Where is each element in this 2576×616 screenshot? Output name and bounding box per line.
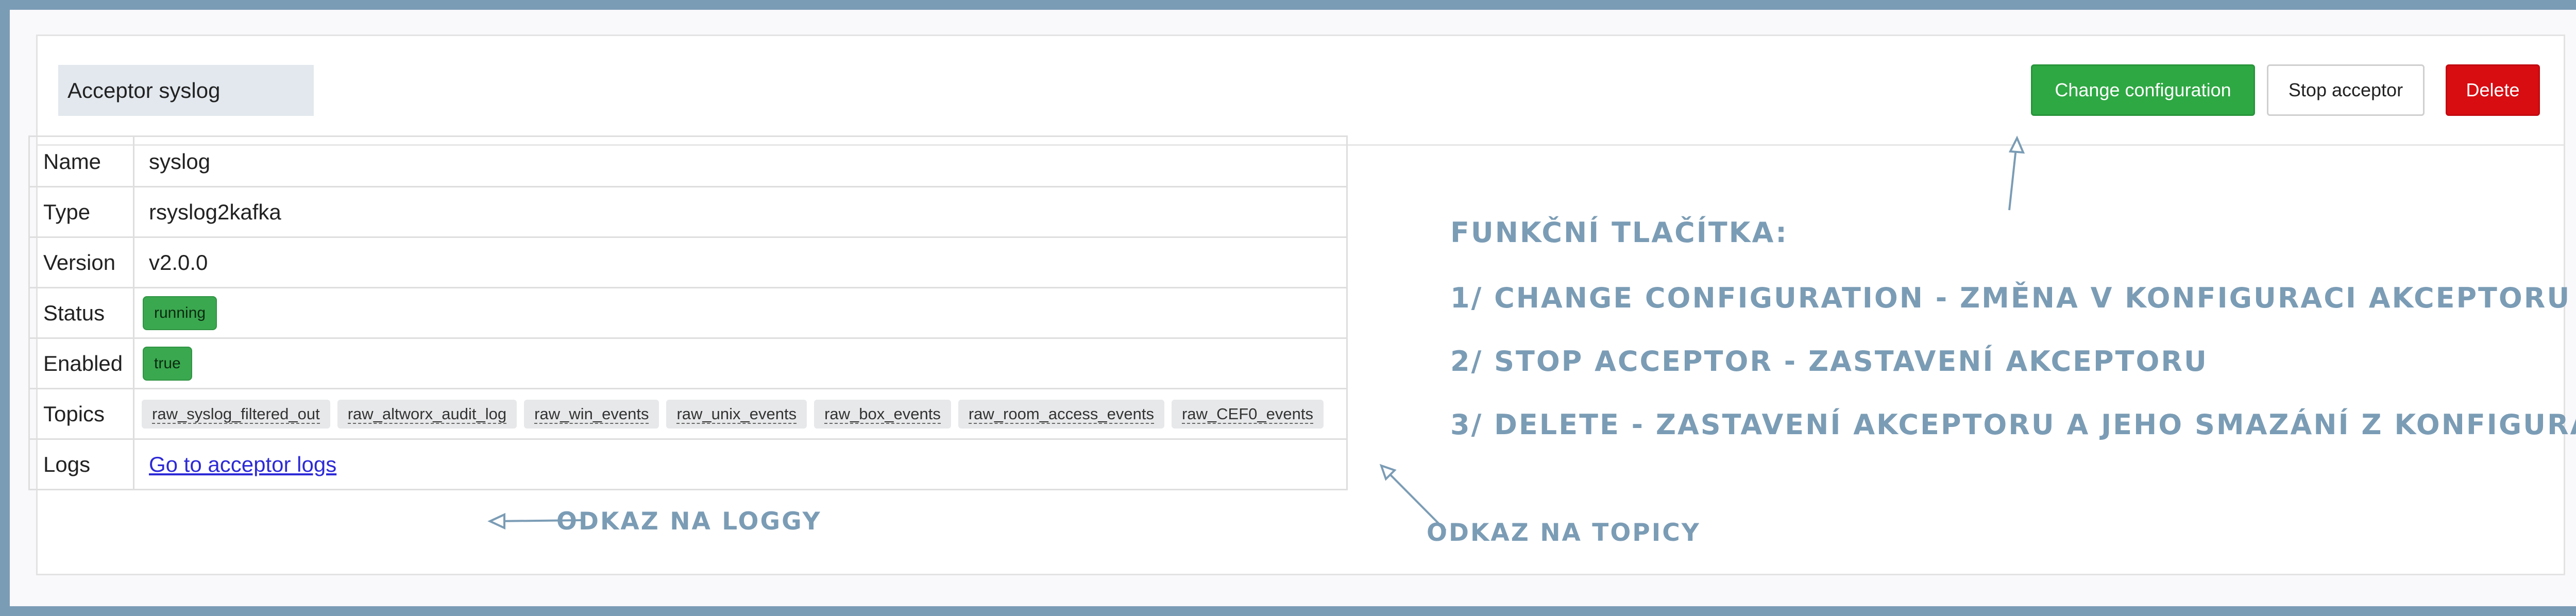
table-row: Version v2.0.0 [28,236,1348,288]
arrow-to-logs [493,519,582,522]
enabled-badge: true [143,346,192,381]
annotation-topics: ODKAZ NA TOPICY [1427,519,1701,547]
acceptor-details-table: Name syslog Type rsyslog2kafka Version v… [28,135,1348,490]
arrow-head-logs [487,512,505,530]
name-label: Name [28,135,134,187]
annotation-stop: 2/ STOP ACCEPTOR - ZASTAVENÍ AKCEPTORU [1450,345,2208,378]
table-row: Name syslog [28,135,1348,187]
acceptor-logs-link[interactable]: Go to acceptor logs [149,452,337,476]
logs-label: Logs [28,438,134,490]
table-row: Status running [28,287,1348,339]
page-title: Acceptor syslog [58,65,314,116]
topic-chip[interactable]: raw_box_events [814,399,951,429]
enabled-label: Enabled [28,337,134,389]
topic-chip[interactable]: raw_CEF0_events [1171,399,1324,429]
topics-label: Topics [28,388,134,440]
topic-chip[interactable]: raw_unix_events [666,399,807,429]
annotation-change: 1/ CHANGE CONFIGURATION - ZMĚNA V KONFIG… [1450,282,2571,314]
stop-acceptor-button[interactable]: Stop acceptor [2267,64,2425,116]
delete-button[interactable]: Delete [2446,64,2540,116]
topic-chip[interactable]: raw_room_access_events [958,399,1164,429]
topic-chip[interactable]: raw_syslog_filtered_out [142,399,330,429]
annotation-delete: 3/ DELETE - ZASTAVENÍ AKCEPTORU A JEHO S… [1450,408,2576,441]
version-label: Version [28,236,134,288]
topic-chip[interactable]: raw_win_events [524,399,659,429]
card-header: Acceptor syslog Change configuration Sto… [38,36,2564,146]
table-row: Topics raw_syslog_filtered_out raw_altwo… [28,388,1348,440]
change-configuration-button[interactable]: Change configuration [2031,64,2255,116]
type-value: rsyslog2kafka [133,186,1348,238]
table-row: Logs Go to acceptor logs [28,438,1348,490]
table-row: Enabled true [28,337,1348,389]
arrow-to-topics [1383,467,1447,532]
arrow-head-buttons [2008,135,2025,154]
topic-list: raw_syslog_filtered_out raw_altworx_audi… [142,399,1346,429]
arrow-head-topics [1379,464,1397,481]
topic-chip[interactable]: raw_altworx_audit_log [337,399,517,429]
annotation-heading: FUNKČNÍ TLAČÍTKA: [1450,216,1788,249]
status-badge: running [143,296,217,330]
name-value: syslog [133,135,1348,187]
version-value: v2.0.0 [133,236,1348,288]
table-row: Type rsyslog2kafka [28,186,1348,238]
annotation-logs: ODKAZ NA LOGGY [556,507,822,536]
status-label: Status [28,287,134,339]
type-label: Type [28,186,134,238]
